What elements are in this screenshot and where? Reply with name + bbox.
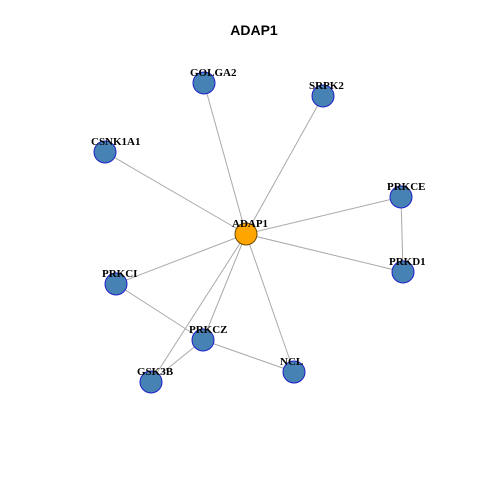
node-ncl — [282, 360, 306, 384]
node-label-prkd1: PRKD1 — [389, 256, 426, 268]
node-label-prkce: PRKCE — [387, 181, 426, 193]
node-prkci — [104, 272, 128, 296]
node-adap1 — [234, 222, 258, 246]
edge-adap1-srpk2 — [245, 95, 324, 235]
edge-adap1-gsk3b — [150, 233, 247, 383]
node-label-prkcz: PRKCZ — [189, 324, 228, 336]
node-label-csnk1a1: CSNK1A1 — [91, 136, 141, 148]
edge-adap1-prkce — [245, 196, 402, 235]
node-prkce — [389, 185, 413, 209]
diagram-title: ADAP1 — [230, 22, 278, 38]
node-srpk2 — [311, 84, 335, 108]
node-prkcz — [191, 328, 215, 352]
edge-prkcz-ncl — [202, 339, 295, 373]
edge-prkce-prkd1 — [400, 196, 404, 273]
node-golga2 — [192, 71, 216, 95]
node-label-ncl: NCL — [280, 356, 303, 368]
edge-prkci-prkcz — [115, 283, 204, 341]
node-gsk3b — [139, 370, 163, 394]
edge-adap1-prkcz — [202, 233, 247, 341]
edge-adap1-golga2 — [203, 82, 247, 235]
node-prkd1 — [391, 260, 415, 284]
node-label-srpk2: SRPK2 — [309, 80, 344, 92]
node-label-adap1: ADAP1 — [232, 218, 268, 230]
node-csnk1a1 — [93, 140, 117, 164]
edge-adap1-prkd1 — [245, 233, 404, 273]
edge-adap1-csnk1a1 — [104, 151, 247, 235]
node-label-prkci: PRKCI — [102, 268, 137, 280]
nodes-layer — [93, 71, 415, 394]
edge-adap1-ncl — [245, 233, 295, 373]
edge-adap1-prkci — [115, 233, 247, 285]
node-label-gsk3b: GSK3B — [137, 366, 174, 378]
node-label-golga2: GOLGA2 — [190, 67, 237, 79]
